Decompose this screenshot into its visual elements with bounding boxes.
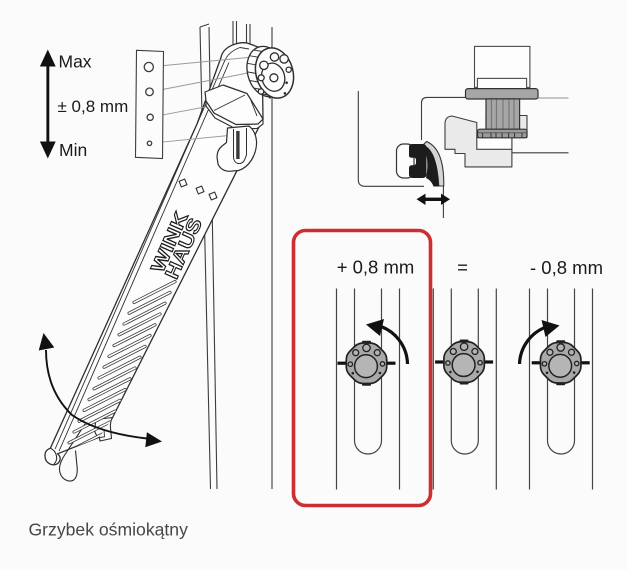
svg-text:Grzybek ośmiokątny: Grzybek ośmiokątny — [29, 520, 189, 540]
svg-text:- 0,8 mm: - 0,8 mm — [530, 257, 603, 278]
svg-text:± 0,8 mm: ± 0,8 mm — [58, 97, 129, 116]
svg-text:Max: Max — [59, 52, 92, 72]
svg-text:=: = — [457, 257, 468, 278]
svg-text:+ 0,8 mm: + 0,8 mm — [337, 257, 415, 278]
svg-text:Min: Min — [59, 140, 87, 160]
